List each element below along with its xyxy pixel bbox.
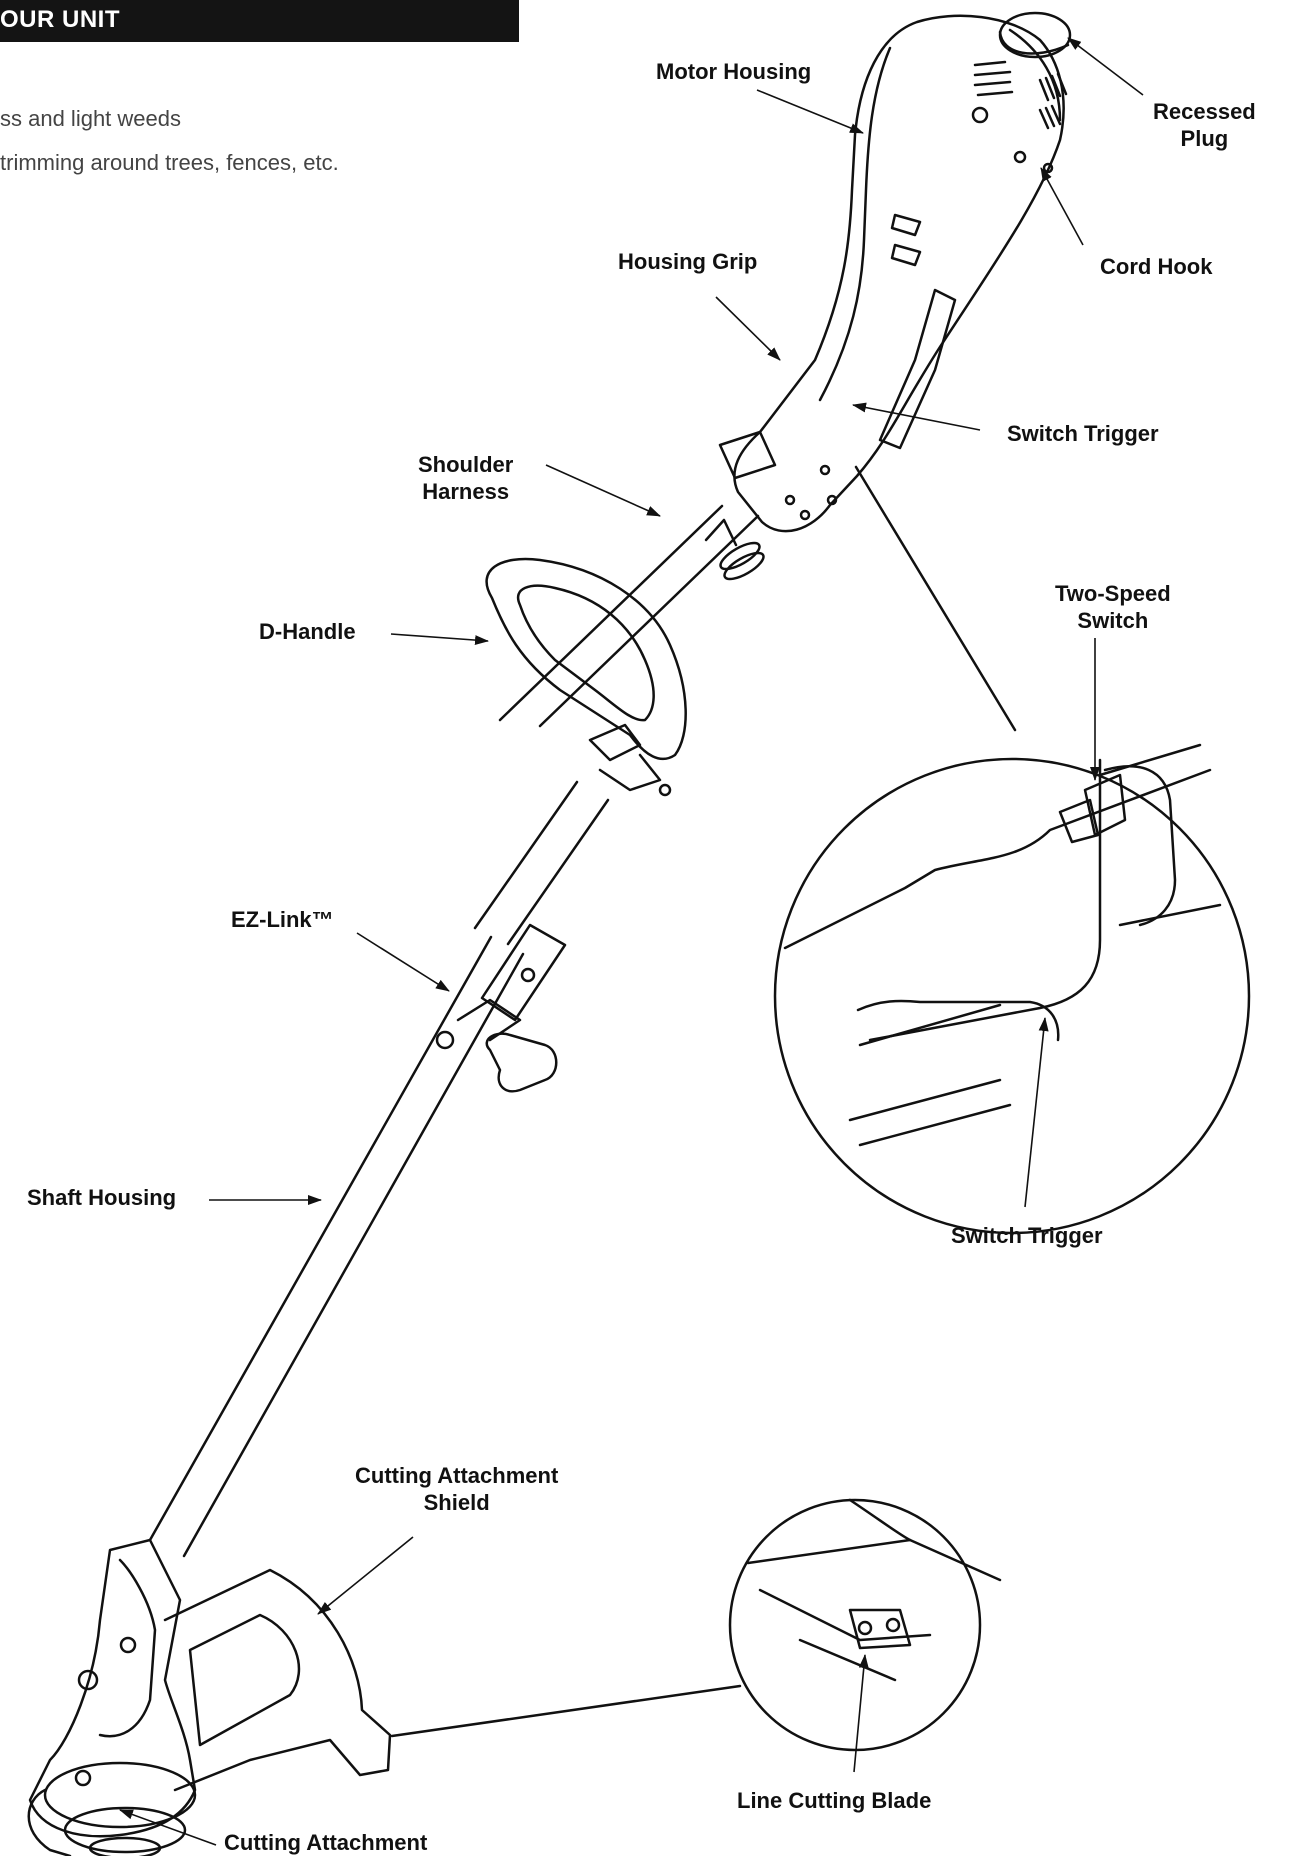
section-title: OUR UNIT — [0, 6, 120, 33]
label-motor-housing: Motor Housing — [656, 59, 812, 84]
blade-leader-line — [390, 1684, 742, 1738]
arrow-cord-hook — [1040, 167, 1084, 246]
intro-line-2: trimming around trees, fences, etc. — [0, 150, 339, 175]
arrow-recessed-plug — [1067, 37, 1144, 96]
label-housing-grip: Housing Grip — [618, 249, 758, 274]
cutting-head — [27, 1538, 392, 1856]
arrow-shoulder-harness — [545, 464, 661, 517]
label-shaft-housing: Shaft Housing — [27, 1185, 177, 1210]
motor-housing-body — [718, 11, 1072, 533]
d-handle-shape — [485, 557, 687, 797]
arrow-motor-housing — [756, 89, 864, 134]
intro-line-1: ss and light weeds — [0, 106, 181, 131]
arrow-d-handle — [390, 633, 489, 646]
label-switch-trigger-detail: Switch Trigger — [951, 1223, 1103, 1248]
arrow-line-cutting-blade — [853, 1654, 869, 1773]
switch-detail-view — [773, 743, 1251, 1235]
detail-leader-line — [854, 465, 1017, 732]
label-d-handle: D-Handle — [259, 619, 356, 644]
arrow-switch-trigger — [852, 402, 981, 431]
arrow-switch-trigger-detail — [1024, 1017, 1049, 1208]
label-switch-trigger: Switch Trigger — [1007, 421, 1159, 446]
arrow-cutting-attachment — [119, 1809, 217, 1846]
blade-detail-view — [728, 1498, 1002, 1752]
arrow-cutting-attachment-shield — [317, 1536, 414, 1615]
section-header-bar — [0, 0, 519, 42]
label-ez-link: EZ-Link™ — [231, 907, 334, 932]
ez-link-coupler — [435, 923, 567, 1093]
label-cord-hook: Cord Hook — [1100, 254, 1213, 279]
arrow-ez-link — [356, 932, 450, 992]
shoulder-harness-ring — [704, 518, 765, 581]
arrow-housing-grip — [715, 296, 781, 361]
shaft-housing-tube — [148, 504, 760, 1558]
label-cutting-attachment: Cutting Attachment — [224, 1830, 428, 1855]
label-line-cutting-blade: Line Cutting Blade — [737, 1788, 932, 1813]
